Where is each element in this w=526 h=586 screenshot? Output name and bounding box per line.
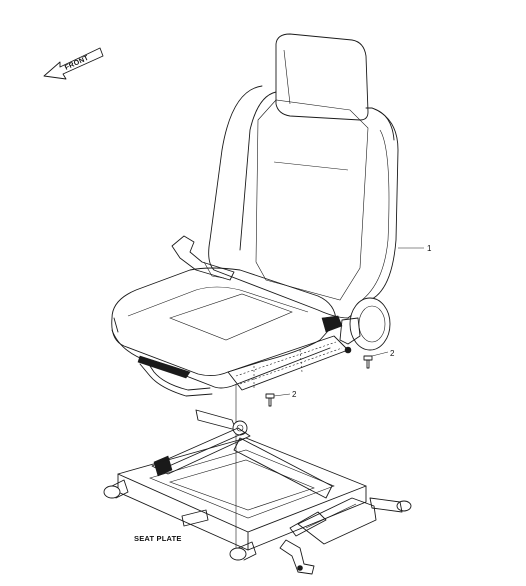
- bolt-lower: 2: [265, 390, 297, 407]
- seat-plate-frame: [117, 437, 367, 533]
- seat-assembly: [111, 33, 399, 397]
- height-adjust-lever: [279, 539, 315, 575]
- front-arrow: FRONT: [43, 47, 104, 80]
- bolt-upper: 2: [363, 349, 395, 369]
- slide-handle: [139, 363, 213, 397]
- seat-plate-label: SEAT PLATE: [134, 534, 182, 543]
- callout-2-upper-label: 2: [390, 349, 395, 358]
- recline-lever: [321, 297, 391, 354]
- backrest-panel: [255, 99, 369, 301]
- callout-2-lower-label: 2: [292, 390, 297, 399]
- seat-cushion: [111, 267, 337, 377]
- headrest: [275, 33, 369, 121]
- seat-plate-suspension: [103, 409, 412, 575]
- callout-1: 1: [398, 244, 432, 253]
- seat-belt-buckle: [171, 235, 235, 281]
- backrest: [208, 85, 399, 319]
- slide-rail-housing: [227, 335, 349, 391]
- callout-1-label: 1: [427, 244, 432, 253]
